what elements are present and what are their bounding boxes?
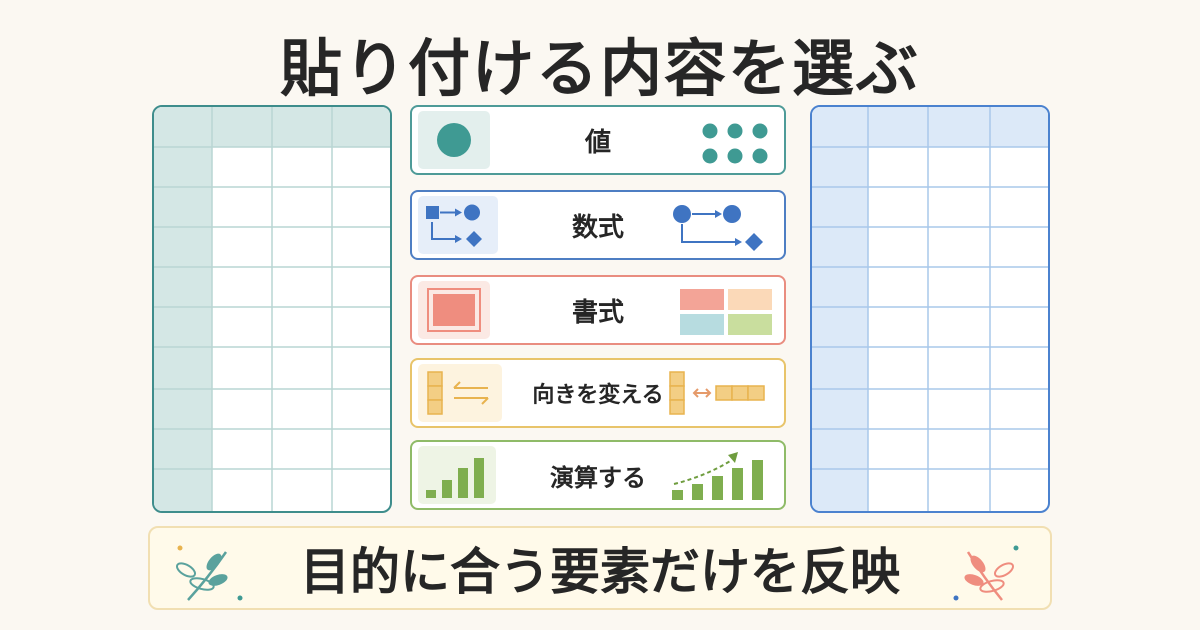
option-label: 演算する xyxy=(550,463,646,492)
paste-option-transpose[interactable]: 向きを変える xyxy=(410,358,786,428)
target-spreadsheet-grid xyxy=(810,105,1050,513)
formatted-cell-icon xyxy=(418,281,490,339)
paste-option-formulas[interactable]: 数式 xyxy=(410,190,786,260)
option-label: 値 xyxy=(584,127,611,158)
paste-option-operations[interactable]: 演算する xyxy=(410,440,786,510)
option-label: 向きを変える xyxy=(532,383,664,408)
option-label: 書式 xyxy=(571,297,624,328)
swap-arrows-icon xyxy=(418,364,502,422)
formula-flow-icon xyxy=(666,196,776,260)
source-spreadsheet-grid xyxy=(152,105,392,513)
coral-leaf-icon xyxy=(946,534,1036,610)
paste-option-values[interactable]: 値 xyxy=(410,105,786,175)
bar-chart-icon xyxy=(418,446,496,504)
teal-leaf-icon xyxy=(158,534,248,610)
option-label: 数式 xyxy=(571,212,624,243)
trend-chart-icon xyxy=(666,446,776,510)
teal-circle-icon xyxy=(418,111,490,169)
transpose-cells-icon xyxy=(666,364,776,428)
summary-text: 目的に合う要素だけを反映 xyxy=(300,543,900,601)
summary-banner: 目的に合う要素だけを反映 xyxy=(148,526,1052,610)
paste-option-formats[interactable]: 書式 xyxy=(410,275,786,345)
page-title: 貼り付ける内容を選ぶ xyxy=(279,32,920,105)
color-blocks-icon xyxy=(676,281,776,345)
formula-flow-icon xyxy=(418,196,498,254)
dot-grid-icon xyxy=(696,111,776,175)
